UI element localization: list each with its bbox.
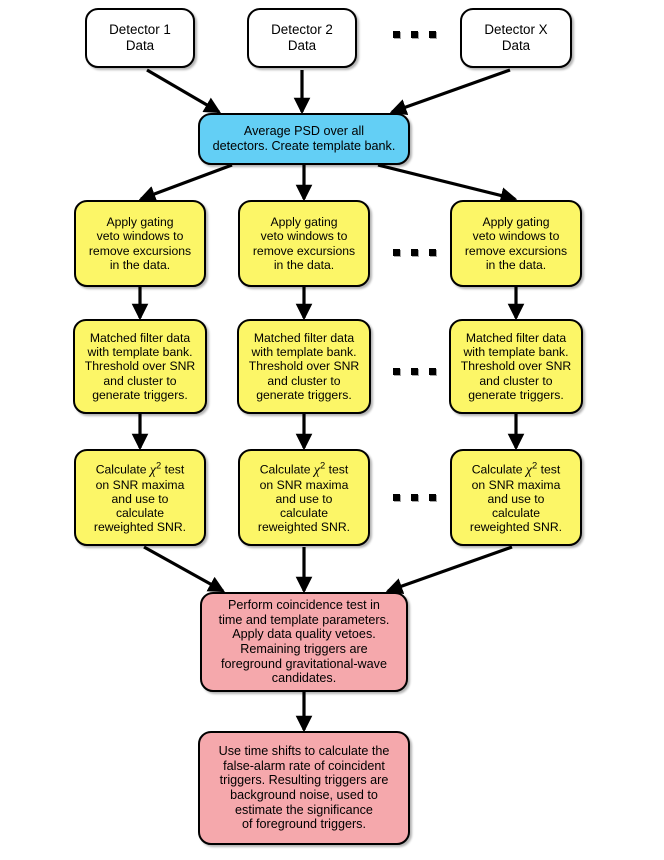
node-matched-filter-2[interactable]: Matched filter data with template bank. … — [237, 319, 371, 414]
ellipsis-detector-row — [393, 31, 436, 38]
node-matched-filter-x-label: Matched filter data with template bank. … — [460, 331, 572, 402]
node-gating-x[interactable]: Apply gating veto windows to remove excu… — [450, 200, 582, 287]
ellipsis-matched-filter-row — [393, 368, 436, 375]
node-matched-filter-2-label: Matched filter data with template bank. … — [248, 331, 360, 402]
arrow-detector1-to-psd — [146, 68, 222, 114]
arrow-chisq1-to-coincidence — [143, 545, 226, 593]
ellipsis-dot — [429, 249, 436, 256]
chisq-2-line1-pre: Calculate — [259, 463, 314, 478]
node-matched-filter-1[interactable]: Matched filter data with template bank. … — [73, 319, 207, 414]
node-coincidence-test-label: Perform coincidence test in time and tem… — [218, 598, 390, 686]
node-chisq-2-label: Calculate χ2 test on SNR maxima and use … — [254, 459, 354, 535]
chi-symbol: χ2 — [525, 459, 538, 478]
ellipsis-dot — [429, 31, 436, 38]
ellipsis-gating-row — [393, 249, 436, 256]
chisq-x-rest: on SNR maxima and use to calculate rewei… — [469, 478, 563, 535]
node-chisq-x-label: Calculate χ2 test on SNR maxima and use … — [466, 459, 566, 535]
ellipsis-dot — [393, 368, 400, 375]
node-time-shifts-label: Use time shifts to calculate the false-a… — [218, 744, 390, 832]
arrow-detectorx-to-psd — [389, 68, 511, 116]
node-detector-1-label: Detector 1 Data — [109, 22, 171, 53]
ellipsis-dot — [429, 368, 436, 375]
node-chisq-1[interactable]: Calculate χ2 test on SNR maxima and use … — [74, 449, 206, 546]
ellipsis-dot — [411, 368, 418, 375]
node-gating-2-label: Apply gating veto windows to remove excu… — [252, 215, 356, 272]
chi-symbol: χ2 — [149, 459, 162, 478]
ellipsis-dot — [393, 31, 400, 38]
ellipsis-dot — [411, 31, 418, 38]
node-detector-2-label: Detector 2 Data — [271, 22, 333, 53]
chisq-1-line1-post: test — [161, 463, 185, 478]
ellipsis-chisq-row — [393, 494, 436, 501]
chisq-1-rest: on SNR maxima and use to calculate rewei… — [93, 478, 187, 535]
arrow-psd-to-gating1 — [138, 163, 233, 202]
node-time-shifts[interactable]: Use time shifts to calculate the false-a… — [198, 731, 410, 845]
chisq-x-line1-post: test — [537, 463, 561, 478]
ellipsis-dot — [429, 494, 436, 501]
ellipsis-dot — [393, 249, 400, 256]
node-matched-filter-x[interactable]: Matched filter data with template bank. … — [449, 319, 583, 414]
ellipsis-dot — [411, 494, 418, 501]
node-chisq-2[interactable]: Calculate χ2 test on SNR maxima and use … — [238, 449, 370, 546]
ellipsis-dot — [393, 494, 400, 501]
node-chisq-x[interactable]: Calculate χ2 test on SNR maxima and use … — [450, 449, 582, 546]
node-gating-1[interactable]: Apply gating veto windows to remove excu… — [74, 200, 206, 287]
node-detector-1[interactable]: Detector 1 Data — [85, 8, 195, 68]
chisq-x-line1-pre: Calculate — [471, 463, 526, 478]
ellipsis-dot — [411, 249, 418, 256]
node-matched-filter-1-label: Matched filter data with template bank. … — [84, 331, 196, 402]
node-chisq-1-label: Calculate χ2 test on SNR maxima and use … — [90, 459, 190, 535]
node-gating-x-label: Apply gating veto windows to remove excu… — [464, 215, 568, 272]
node-detector-x-label: Detector X Data — [484, 22, 548, 53]
node-average-psd-label: Average PSD over all detectors. Create t… — [212, 124, 396, 153]
node-average-psd[interactable]: Average PSD over all detectors. Create t… — [198, 113, 410, 165]
chisq-2-rest: on SNR maxima and use to calculate rewei… — [257, 478, 351, 535]
arrow-chisqx-to-coincidence — [385, 545, 513, 595]
node-coincidence-test[interactable]: Perform coincidence test in time and tem… — [200, 592, 408, 692]
node-detector-x[interactable]: Detector X Data — [460, 8, 572, 68]
chisq-2-line1-post: test — [325, 463, 349, 478]
arrow-psd-to-gatingx — [377, 163, 518, 204]
chi-symbol: χ2 — [313, 459, 326, 478]
node-detector-2[interactable]: Detector 2 Data — [247, 8, 357, 68]
chisq-1-line1-pre: Calculate — [95, 463, 150, 478]
node-gating-2[interactable]: Apply gating veto windows to remove excu… — [238, 200, 370, 287]
node-gating-1-label: Apply gating veto windows to remove excu… — [88, 215, 192, 272]
